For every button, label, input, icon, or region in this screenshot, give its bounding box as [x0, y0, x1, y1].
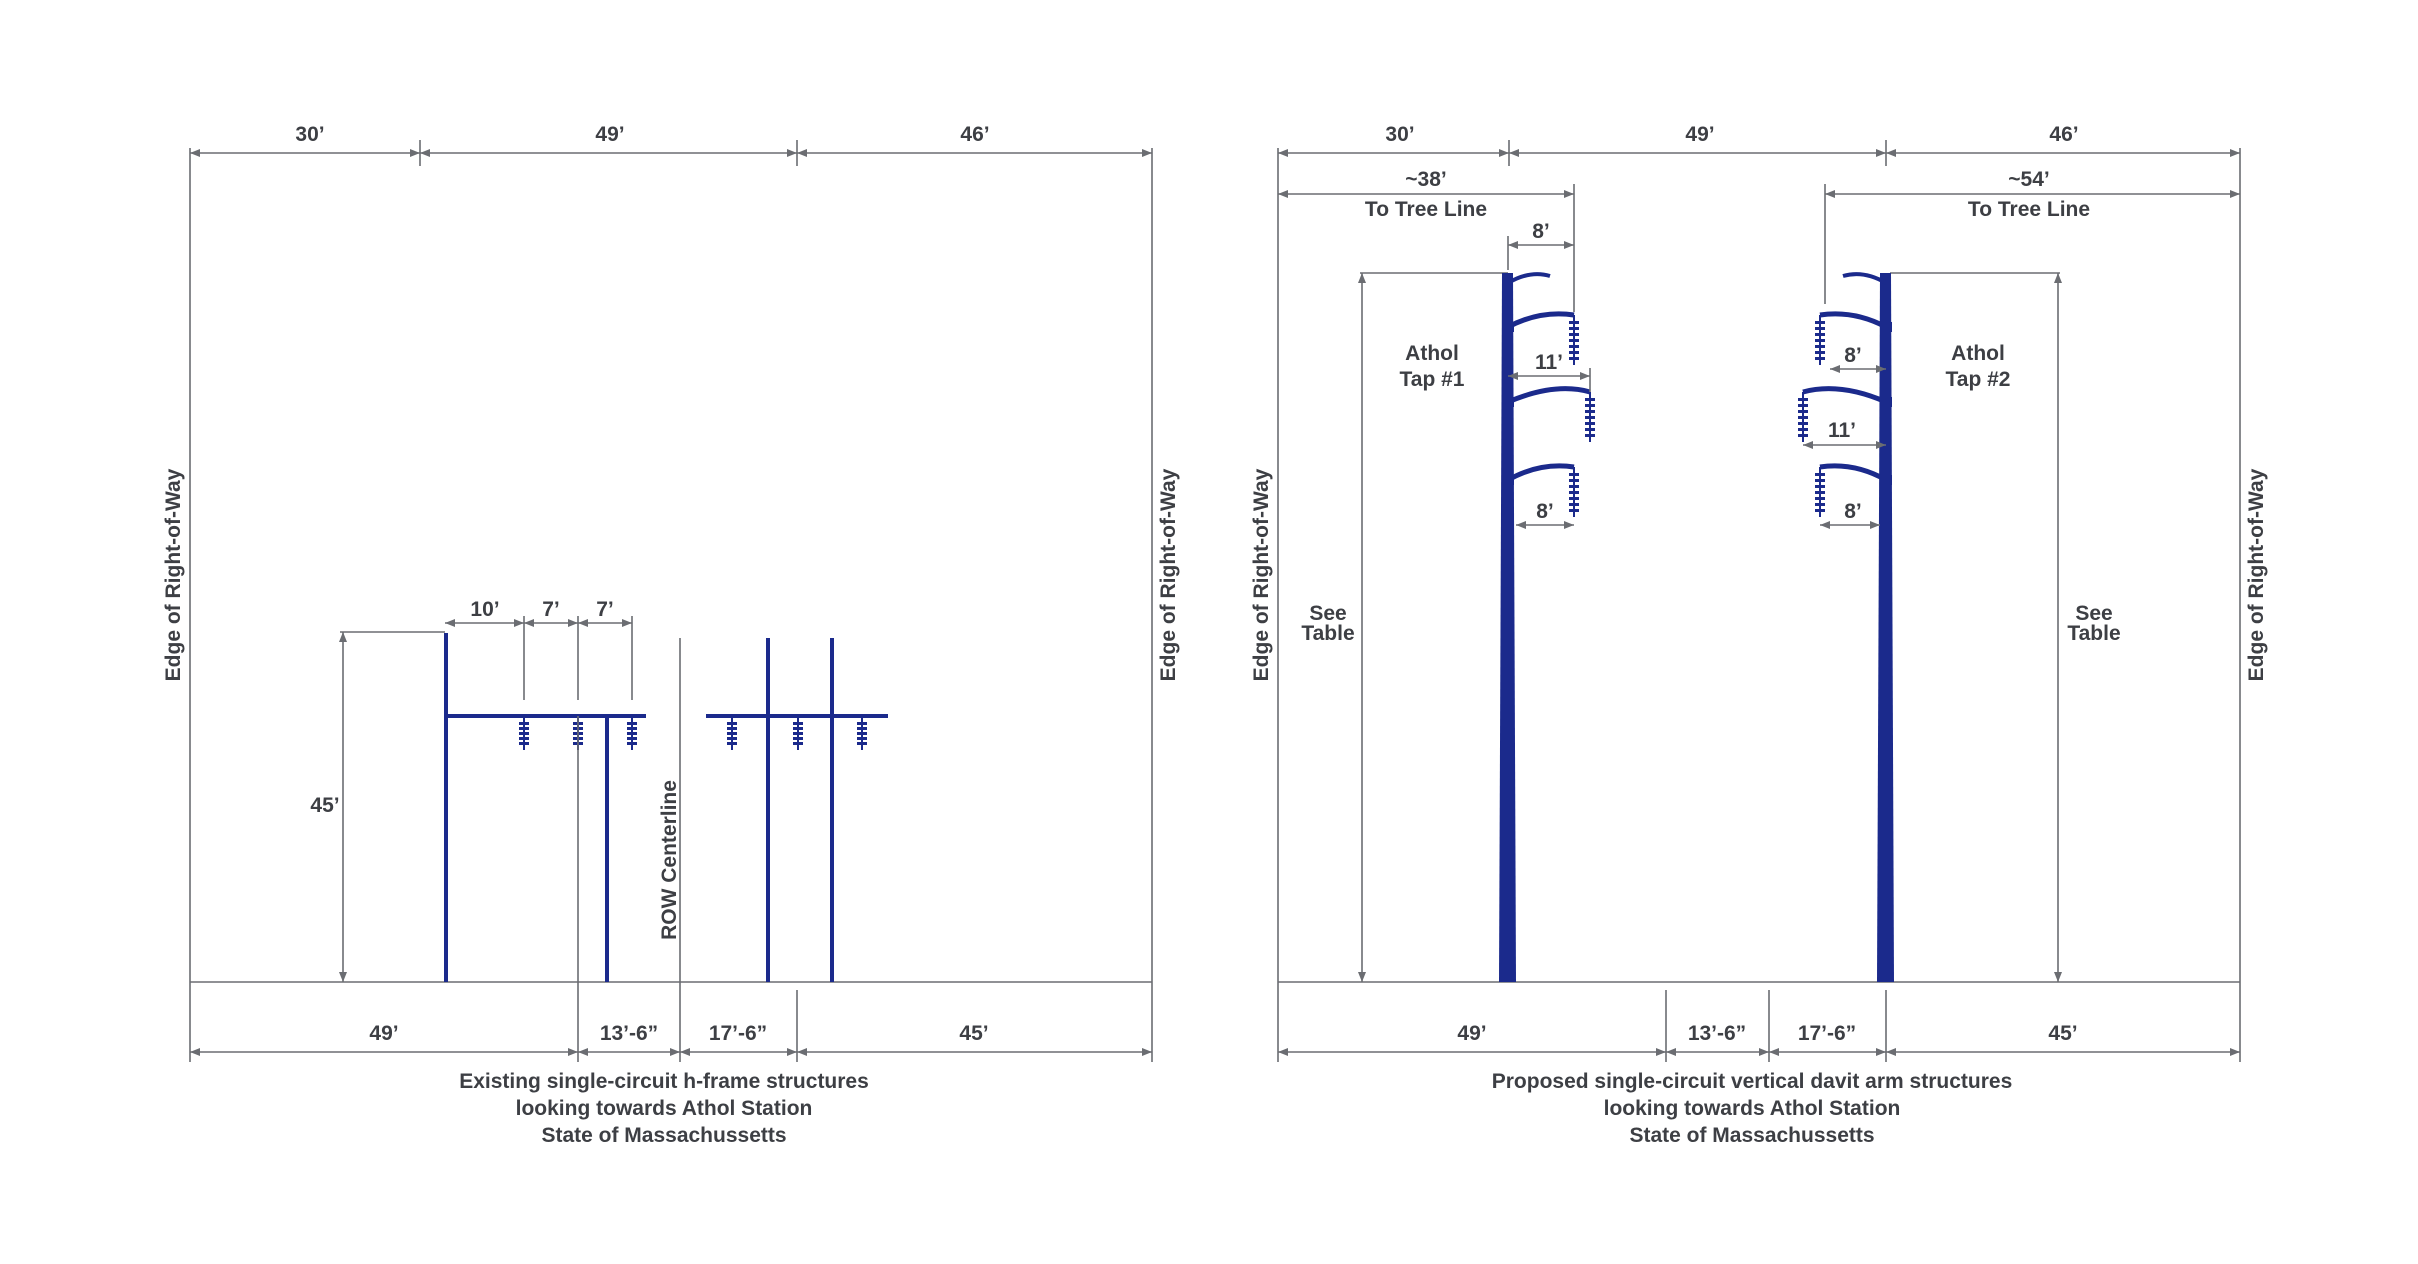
pole-name-label: Tap #2 [1946, 368, 2011, 391]
crossarm-dim-label: 10’ [470, 598, 499, 621]
h-frame-structure-2 [706, 638, 888, 982]
crossarm-dim-label: 7’ [542, 598, 560, 621]
see-table-label: Table [2067, 622, 2120, 645]
arm-dim-label: 11’ [1535, 351, 1563, 374]
bottom-dimension-line [190, 990, 1152, 1062]
top-dim-label: 46’ [2049, 123, 2078, 146]
arm-dim-label: 8’ [1536, 500, 1554, 523]
top-dim-label: 30’ [1385, 123, 1414, 146]
edge-of-row-label: Edge of Right-of-Way [162, 468, 185, 681]
caption-line: State of Massachussetts [1629, 1124, 1874, 1147]
pole-name-label: Tap #1 [1400, 368, 1465, 391]
row-centerline-label: ROW Centerline [658, 780, 681, 940]
top-dim-label: 49’ [595, 123, 624, 146]
left-diagram: 30’ 49’ 46’ Edge of Right-of-Way Edge of… [162, 123, 1180, 1147]
tree-distance-label: ~54’ [2008, 168, 2049, 191]
top-dimension-line [190, 140, 1152, 166]
pole-name-label: Athol [1951, 342, 2005, 365]
caption-line: looking towards Athol Station [516, 1097, 813, 1120]
height-label: 45’ [310, 794, 339, 817]
davit-pole-athol-tap-1 [1499, 272, 1596, 982]
see-table-label: See [2075, 602, 2112, 625]
pole-name-label: Athol [1405, 342, 1459, 365]
top-dim-label: 46’ [960, 123, 989, 146]
bottom-dim-label: 49’ [1457, 1022, 1486, 1045]
arm-dim-label: 8’ [1844, 344, 1862, 367]
bottom-dimension-line [1278, 990, 2240, 1062]
edge-of-row-label: Edge of Right-of-Way [1157, 468, 1180, 681]
edge-of-row-label: Edge of Right-of-Way [2245, 468, 2268, 681]
top-dimension-line [1278, 140, 2240, 166]
bottom-dim-label: 45’ [959, 1022, 988, 1045]
bottom-dim-label: 45’ [2048, 1022, 2077, 1045]
caption-line: looking towards Athol Station [1604, 1097, 1901, 1120]
caption-line: Proposed single-circuit vertical davit a… [1492, 1070, 2013, 1093]
bottom-dim-label: 49’ [369, 1022, 398, 1045]
arm-dim-label: 8’ [1532, 220, 1550, 243]
bottom-dim-label: 17’-6” [709, 1022, 767, 1045]
bottom-dim-label: 17’-6” [1798, 1022, 1856, 1045]
top-dim-label: 49’ [1685, 123, 1714, 146]
caption-line: Existing single-circuit h-frame structur… [459, 1070, 869, 1093]
bottom-dim-label: 13’-6” [600, 1022, 658, 1045]
see-table-label: See [1309, 602, 1346, 625]
tree-distance-label: ~38’ [1405, 168, 1446, 191]
h-frame-structure-1 [444, 633, 646, 982]
see-table-label: Table [1301, 622, 1354, 645]
bottom-dim-label: 13’-6” [1688, 1022, 1746, 1045]
caption-line: State of Massachussetts [541, 1124, 786, 1147]
arm-dim-label: 8’ [1844, 500, 1862, 523]
arm-dim-label: 11’ [1828, 419, 1856, 442]
crossarm-dim-label: 7’ [596, 598, 614, 621]
top-dim-label: 30’ [295, 123, 324, 146]
tree-line-label: To Tree Line [1968, 198, 2090, 221]
tree-line-label: To Tree Line [1365, 198, 1487, 221]
edge-of-row-label: Edge of Right-of-Way [1250, 468, 1273, 681]
right-diagram: 30’ 49’ 46’ ~38’ To Tree Line ~54’ To Tr… [1250, 123, 2268, 1147]
davit-pole-athol-tap-2 [1797, 272, 1894, 982]
